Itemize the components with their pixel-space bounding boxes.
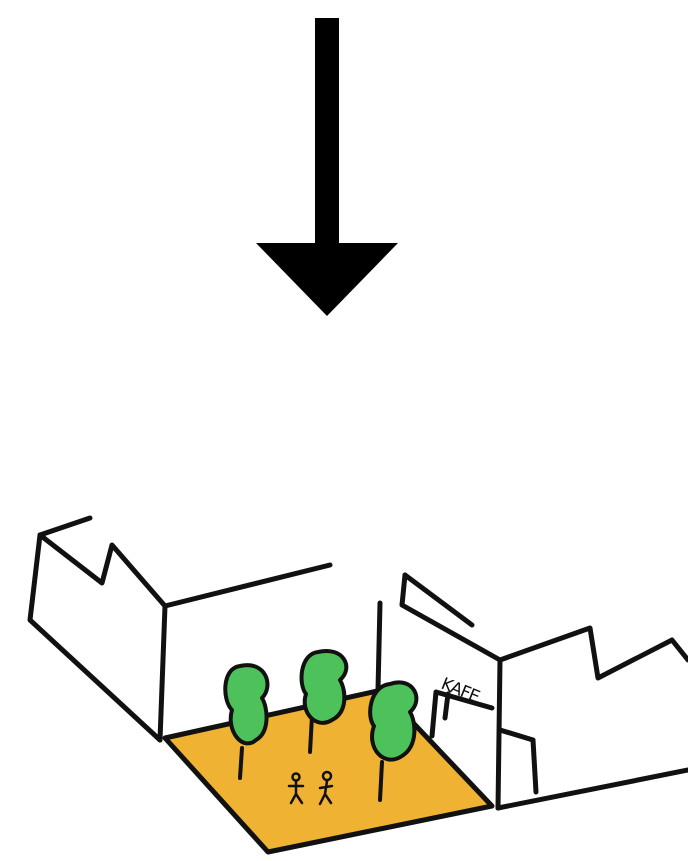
left-building xyxy=(27,515,333,743)
tree-icon xyxy=(368,680,419,802)
tree-icon xyxy=(223,663,270,780)
right-building xyxy=(399,572,688,811)
person-icon xyxy=(318,770,334,806)
tree-icon xyxy=(299,648,349,754)
down-arrow-icon xyxy=(256,18,398,316)
back-edge-line xyxy=(375,600,383,693)
person-icon xyxy=(287,772,305,805)
